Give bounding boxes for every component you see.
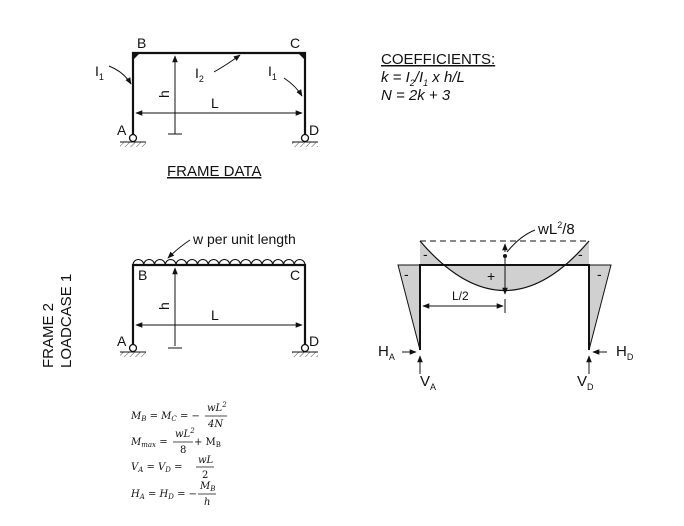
n-equation: N = 2k + 3 [381, 87, 451, 104]
formula-horizontal-reactions: HA = HD = − [130, 489, 197, 501]
loadcase-span-label: L [211, 307, 219, 323]
frame-data-diagram: B C A D I1 I2 I1 h L FRAME DATA [95, 35, 319, 180]
v-a-label: VA [420, 373, 436, 392]
peak-leader [506, 229, 536, 253]
leader-beam [213, 54, 241, 73]
formula-3-numerator: wL [198, 455, 214, 466]
coefficients-title: COEFFICIENTS: [381, 51, 495, 68]
formula-moment-max: Mmax = [130, 437, 168, 449]
h-d-label: HD [616, 343, 634, 362]
loadcase-diagram: w per unit length B C A D h L [117, 231, 319, 357]
half-span-label: L/2 [452, 289, 469, 303]
peak-point [503, 254, 507, 258]
formula-4-numerator: MB [199, 481, 215, 493]
loadcase-node-a-label: A [117, 333, 127, 349]
support-d-ground [292, 142, 318, 147]
h-a-label: HA [378, 343, 395, 362]
support-a-pin [128, 133, 138, 143]
loadcase-support-d-pin [300, 343, 310, 353]
node-b-label: B [137, 35, 146, 51]
formula-vertical-reactions: VA = VD = [131, 462, 182, 474]
loadcase-height-label: h [156, 302, 172, 310]
formulas-block: MB = MC = − wL2 4N Mmax = wL2 8 + MB VA … [130, 401, 227, 508]
formula-2-denominator: 8 [180, 445, 186, 456]
side-title-frame: FRAME 2 [40, 303, 57, 368]
loadcase-node-d-label: D [309, 333, 319, 349]
support-a-ground [120, 142, 146, 147]
loadcase-support-a-ground [120, 352, 146, 357]
load-label: w per unit length [192, 231, 296, 247]
formula-3-denominator: 2 [202, 470, 208, 481]
node-c-label: C [290, 35, 300, 51]
formula-1-numerator: wL2 [207, 401, 227, 414]
load-leader [167, 239, 191, 259]
leader-right-column [283, 77, 303, 97]
v-d-label: VD [577, 373, 594, 392]
node-d-label: D [309, 122, 319, 138]
formula-2-numerator: wL2 [175, 427, 195, 440]
right-column-inertia: I1 [268, 63, 277, 82]
loadcase-node-c-label: C [290, 267, 300, 283]
node-a-label: A [117, 122, 127, 138]
side-title-loadcase: LOADCASE 1 [58, 274, 75, 368]
loadcase-frame [131, 263, 307, 346]
k-equation: k = I2/I1 x h/L [381, 69, 465, 88]
peak-moment-label: wL2/8 [537, 220, 575, 238]
negative-left-label: - [404, 266, 409, 282]
formula-4-denominator: h [204, 497, 210, 508]
frame-data-caption: FRAME DATA [167, 163, 261, 180]
left-column-inertia: I1 [95, 63, 104, 82]
beam-inertia: I2 [195, 65, 204, 84]
leader-left-column [108, 65, 132, 85]
height-label: h [156, 90, 172, 98]
span-label: L [211, 95, 219, 111]
negative-mid-right-label: - [578, 246, 583, 262]
frame-data-frame [131, 51, 307, 136]
loadcase-support-a-pin [128, 343, 138, 353]
formula-1-denominator: 4N [207, 419, 224, 430]
positive-label: + [487, 268, 495, 284]
bending-moment-diagram: wL2/8 L/2 - - + - - HA VA HD VD [378, 220, 634, 392]
formula-2-tail: + MB [194, 437, 221, 449]
negative-mid-left-label: - [423, 246, 428, 262]
corner-b-marker [133, 53, 140, 60]
corner-c-marker [298, 53, 305, 60]
support-d-pin [300, 133, 310, 143]
coefficients-block: COEFFICIENTS: k = I2/I1 x h/L N = 2k + 3 [381, 51, 495, 104]
loadcase-node-b-label: B [138, 267, 147, 283]
negative-right-label: - [597, 266, 602, 282]
loadcase-support-d-ground [292, 352, 318, 357]
left-column-moment [397, 264, 421, 351]
formula-moment-b-c: MB = MC = − [130, 411, 200, 423]
